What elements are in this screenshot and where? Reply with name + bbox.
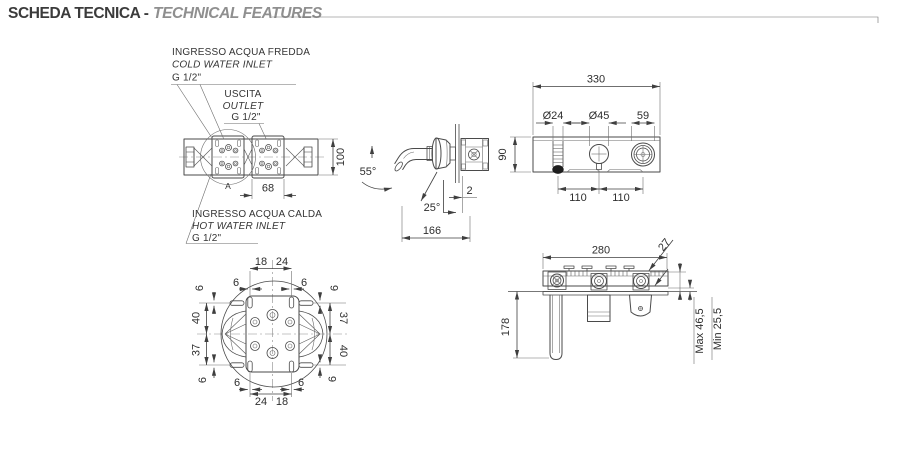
rear-right-mounting-plate [251,135,285,179]
dim-slot-width: 6 [234,377,240,389]
top-view-drawing: 280 27 178 Max 46,5 Min 25,5 [500,237,724,364]
detail-marker-label: A [225,181,231,191]
dim-slot-width: 6 [194,285,206,291]
dim-plate-offset: 2 [466,185,472,197]
dim-slot-width: 6 [298,377,304,389]
rear-body-outline [183,138,319,176]
detail-a-plate [245,295,300,373]
dim-spacing-left: 110 [569,192,587,204]
outlet-thread: G 1/2" [231,112,260,123]
top-mounting-bracket [542,270,669,287]
hot-inlet-thread: G 1/2" [192,233,221,244]
top-rail-screws [563,265,635,271]
cold-inlet-label-it: INGRESSO ACQUA FREDDA [172,47,310,58]
front-view-drawing: 330 90 Ø24 Ø45 59 110 110 [497,74,661,204]
dim-slot-width: 6 [197,377,209,383]
dim-spout-reach: 166 [423,225,441,237]
dim-left-lower: 37 [191,344,203,356]
dim-slot-top-right: 24 [276,256,288,268]
dim-handle-diameter: Ø45 [589,110,610,122]
top-left-valve [547,271,567,290]
dim-max-depth: Max 46,5 [694,308,706,353]
rear-view-drawing: A 100 68 [179,129,347,199]
dim-spacing-right: 110 [612,192,630,204]
top-mixer-handle [587,294,611,322]
detail-a-boundary-circle [220,280,328,388]
rear-left-mounting-plate [211,135,245,179]
front-diverter-knob [631,142,655,167]
dim-spout-end-angle: 55° [360,166,377,178]
outlet-label-en: OUTLET [223,101,264,112]
dim-spout-tilt-angle: 25° [424,202,441,214]
side-spout-escutcheon [431,137,456,170]
dim-slot-width: 6 [327,376,339,382]
dim-bracket-width: 280 [592,245,610,257]
dim-slot-top-left: 18 [255,256,267,268]
side-spout [394,146,433,172]
dim-slot-width: 6 [329,285,341,291]
page-header: SCHEDA TECNICA - TECHNICAL FEATURES [8,5,322,23]
front-mixer-handle [589,144,609,170]
detail-a-drawing: 18 24 6 6 6 6 40 37 37 40 6 6 [191,256,350,408]
top-diverter-knob [629,294,652,317]
dim-diverter-width: 59 [637,110,649,122]
outlet-label-it: USCITA [224,89,261,100]
hot-inlet-label-it: INGRESSO ACQUA CALDA [192,209,322,220]
hot-inlet-label-en: HOT WATER INLET [192,221,286,232]
detail-a-circle-marker [200,129,256,185]
cold-inlet-thread: G 1/2" [172,73,201,84]
dim-spout-length: 178 [500,318,512,336]
dim-rear-height: 100 [335,148,347,166]
dim-right-upper: 37 [337,312,349,324]
dim-bracket-depth: 27 [656,237,673,254]
callout-hot-water-inlet: INGRESSO ACQUA CALDA HOT WATER INLET G 1… [185,173,322,244]
dim-slot-width: 6 [233,277,239,289]
dim-right-lower: 40 [337,345,349,357]
header-rule [272,16,879,23]
top-right-valve [632,273,650,291]
cold-inlet-label-en: COLD WATER INLET [172,60,273,71]
dim-plate-width: 68 [262,183,274,195]
header-title-english: TECHNICAL FEATURES [153,5,322,22]
dim-total-width: 330 [587,74,605,86]
callout-cold-water-inlet: INGRESSO ACQUA FREDDA COLD WATER INLET G… [171,47,310,140]
dim-spout-diameter: Ø24 [543,110,564,122]
callout-outlet: USCITA OUTLET G 1/2" [223,89,267,139]
dim-slot-width: 6 [301,277,307,289]
header-title-italian: SCHEDA TECNICA - [8,5,149,22]
dim-front-height: 90 [497,148,509,160]
front-body-outline [532,136,661,173]
dim-slot-bottom-right: 18 [276,396,288,408]
side-view-drawing: 55° 25° 2 166 [360,124,489,242]
top-spout [549,294,563,360]
front-spout [552,141,564,174]
top-center-valve [590,273,608,291]
dim-min-depth: Min 25,5 [712,308,724,350]
side-concealed-body [460,138,489,171]
dim-left-upper: 40 [191,312,203,324]
dim-slot-bottom-left: 24 [255,396,267,408]
